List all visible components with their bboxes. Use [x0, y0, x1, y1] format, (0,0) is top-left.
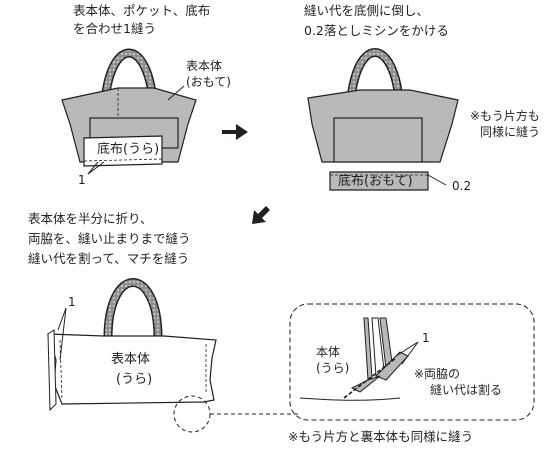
arrow-down-left-icon [252, 206, 270, 224]
step2-measure: 0.2 [452, 179, 472, 193]
step3-instruction-line2: 両脇を、縫い止まりまで縫う [28, 231, 191, 246]
step3-instruction-line3: 縫い代を割って、マチを縫う [28, 251, 190, 266]
step3-body-label-line2: (うら) [116, 372, 153, 387]
detail-body-label-line2: (うら) [316, 361, 350, 375]
arrow-right-icon [222, 124, 248, 140]
step1-bottom-cloth [83, 135, 163, 167]
detail-note-line1: ※両脇の [414, 367, 461, 381]
detail-figure [289, 303, 535, 421]
detail-mark: 1 [422, 331, 430, 345]
step3-bag-body [47, 333, 217, 405]
step1-outer-label-line2: (おもて) [186, 75, 231, 89]
step1-instruction-line1: 表本体、ポケット、底布 [73, 3, 211, 18]
step1-outer-label-line1: 表本体 [186, 59, 223, 73]
step3-instruction-line1: 表本体を半分に折り、 [28, 211, 153, 226]
step2-note-line1: ※もう片方も [470, 109, 540, 123]
step2-bottom-label: 底布(おもて) [338, 174, 413, 189]
step3-mark: 1 [68, 295, 76, 309]
step1-mark: 1 [78, 173, 86, 187]
step3-figure [47, 278, 300, 433]
step2-pocket [333, 117, 423, 163]
detail-body-label-line1: 本体 [316, 345, 341, 359]
step2-bottom-cloth [329, 171, 429, 191]
step1-instruction-line2: を合わせ1縫う [73, 21, 156, 36]
detail-note-line2: 縫い代は割る [430, 383, 503, 397]
footer-note: ※もう片方と裏本体も同様に縫う [288, 429, 474, 444]
step1-bottom-label: 底布(うら) [97, 142, 160, 157]
step2-figure [307, 48, 459, 191]
step3-body-label-line1: 表本体 [111, 352, 151, 367]
step2-instruction-line2: 0.2落としミシンをかける [304, 23, 449, 38]
step2-note-line2: 同様に縫う [480, 125, 541, 139]
step1-figure [61, 48, 197, 175]
step2-instruction-line1: 縫い代を底側に倒し、 [304, 3, 430, 18]
detail-frame [289, 303, 535, 421]
